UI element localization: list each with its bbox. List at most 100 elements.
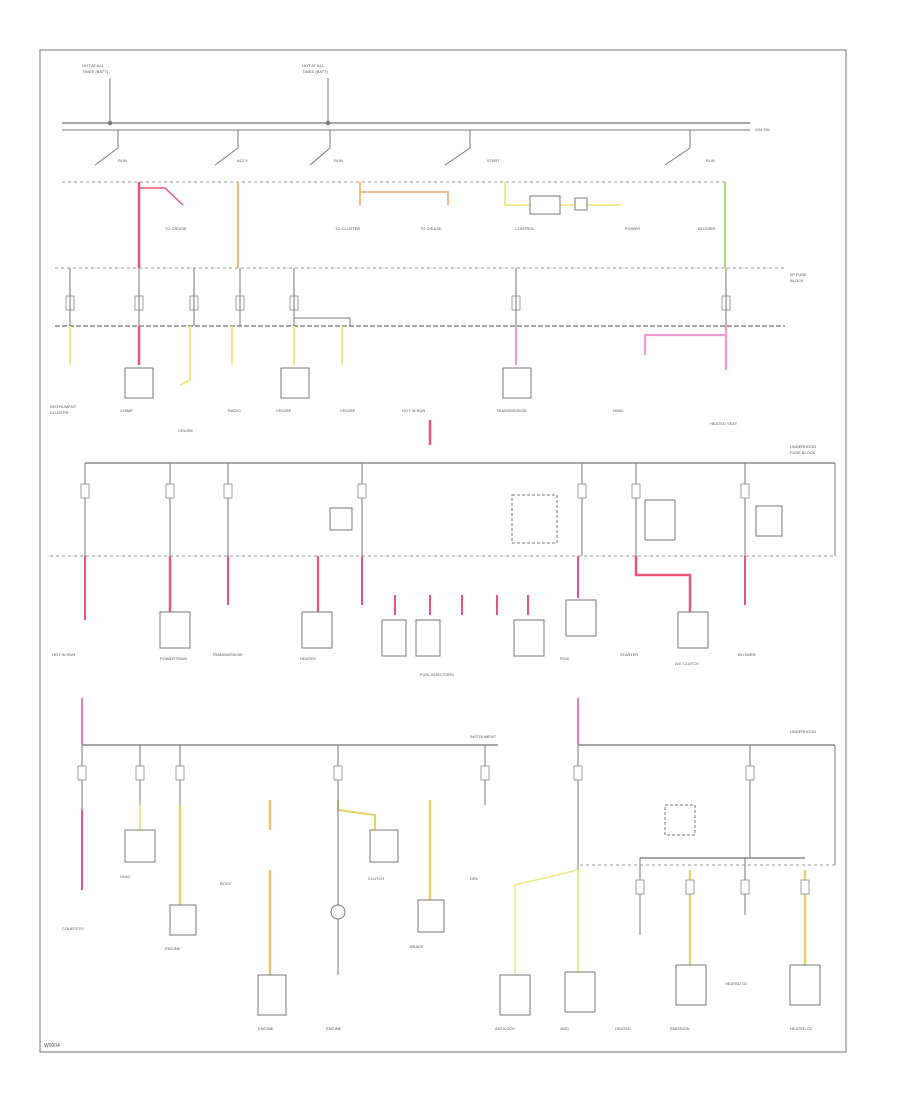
svg-text:POWERTRAIN: POWERTRAIN [160, 656, 187, 661]
module-oxygen [301, 611, 333, 649]
svg-text:HEATED: HEATED [300, 656, 316, 661]
svg-text:CRUISE: CRUISE [340, 408, 355, 413]
svg-text:RUN: RUN [118, 158, 127, 163]
module-fuel-level [369, 829, 399, 863]
svg-text:TO CRUISE: TO CRUISE [420, 226, 442, 231]
module-ac-clutch [677, 611, 709, 649]
svg-text:HVAC: HVAC [613, 408, 624, 413]
svg-text:CLUSTER: CLUSTER [50, 410, 69, 415]
svg-text:TO CLUSTER: TO CLUSTER [335, 226, 360, 231]
page-code: W0004 [44, 1043, 60, 1049]
module-pcm [565, 599, 597, 637]
svg-text:HOT IN RUN: HOT IN RUN [52, 652, 75, 657]
svg-text:STARTER: STARTER [620, 652, 638, 657]
svg-text:DRL: DRL [470, 876, 479, 881]
svg-text:POWER: POWER [625, 226, 640, 231]
svg-text:ANTILOCK: ANTILOCK [495, 1026, 515, 1031]
svg-text:CLUTCH: CLUTCH [368, 876, 384, 881]
svg-text:A/C CLUTCH: A/C CLUTCH [675, 661, 699, 666]
fuse-row-1 [65, 295, 731, 311]
svg-text:CHIME: CHIME [120, 408, 133, 413]
svg-text:BLOWER: BLOWER [698, 226, 715, 231]
svg-text:4WD: 4WD [560, 1026, 569, 1031]
relay-ac [511, 494, 558, 544]
svg-text:HOT IN RUN: HOT IN RUN [402, 408, 425, 413]
battery-feed-left: HOT AT ALL TIMES (BATT) [82, 63, 113, 126]
fuse-bus-3-left: INSTRUMENT COURTESY HVAC [62, 698, 498, 1031]
svg-text:CRUISE: CRUISE [276, 408, 291, 413]
svg-text:HEATED: HEATED [615, 1026, 631, 1031]
fuse-bus-2: UNDERHOOD FUSE BLOCK [50, 444, 836, 557]
lamp-indicator [330, 904, 346, 920]
module-oxygen-rear [789, 964, 821, 1006]
bus1-branches: INSTRUMENT CLUSTER CHIME CRUISE RADIO CR… [50, 326, 738, 445]
module-cluster-lower [124, 829, 156, 863]
relay-blower [755, 505, 783, 537]
module-transfer [564, 971, 596, 1013]
svg-text:CONTROL: CONTROL [515, 226, 535, 231]
svg-text:RUN: RUN [706, 158, 715, 163]
svg-text:I/P FUSE: I/P FUSE [790, 272, 807, 277]
svg-text:HEATED SEAT: HEATED SEAT [710, 421, 738, 426]
svg-text:HVAC: HVAC [120, 874, 131, 879]
module-cooling [257, 974, 287, 1016]
injector-2 [415, 619, 441, 657]
battery-feed-right: HOT AT ALL TIMES (BATT) [302, 63, 331, 126]
svg-text:HOT AT ALL: HOT AT ALL [82, 63, 105, 68]
svg-text:ENGINE: ENGINE [326, 1026, 342, 1031]
wire-ign-yellow [504, 182, 620, 206]
module-cruise [280, 367, 310, 399]
svg-text:START: START [487, 158, 500, 163]
module-emission [675, 964, 707, 1006]
relay-top-2 [574, 197, 588, 211]
svg-text:COURTESY: COURTESY [62, 926, 84, 931]
svg-text:RUN: RUN [334, 158, 343, 163]
svg-text:EMISSION: EMISSION [670, 1026, 690, 1031]
svg-text:UNDERHOOD: UNDERHOOD [790, 729, 816, 734]
svg-text:BLOCK: BLOCK [790, 278, 804, 283]
wire-ign-orange [359, 182, 449, 205]
switch-contacts [94, 130, 691, 166]
svg-text:INSTRUMENT: INSTRUMENT [470, 734, 497, 739]
svg-text:CRUISE: CRUISE [178, 428, 193, 433]
svg-text:TO CRUISE: TO CRUISE [165, 226, 187, 231]
svg-text:TIMES (BATT): TIMES (BATT) [82, 69, 109, 74]
module-transmission [502, 367, 532, 399]
injector-3 [513, 619, 545, 657]
svg-text:TRANSMISSION: TRANSMISSION [496, 408, 527, 413]
svg-text:TIMES (BATT): TIMES (BATT) [302, 69, 329, 74]
svg-text:HEATED O2: HEATED O2 [790, 1026, 813, 1031]
injector-1 [381, 619, 407, 657]
fuse-bus-3-right: UNDERHOOD ANTILOCK 4WD HEATED EMISSION [495, 698, 836, 1031]
fuse-row-2 [80, 483, 750, 499]
svg-text:ENGINE: ENGINE [258, 1026, 274, 1031]
module-chime [124, 367, 154, 399]
svg-text:FUEL INJECTORS: FUEL INJECTORS [420, 672, 454, 677]
module-horn [169, 904, 197, 936]
svg-text:ENGINE: ENGINE [165, 946, 181, 951]
svg-text:HEATED O2: HEATED O2 [725, 981, 748, 986]
diagram-frame [39, 49, 847, 1053]
svg-text:FUSE BLOCK: FUSE BLOCK [790, 450, 816, 455]
svg-text:PCM: PCM [560, 656, 569, 661]
svg-text:INSTRUMENT: INSTRUMENT [50, 404, 77, 409]
svg-text:UNDERHOOD: UNDERHOOD [790, 444, 816, 449]
fuse-row-3 [77, 765, 490, 781]
ignition-switch-section: IGN SW HOT AT ALL TIMES (BATT) HOT AT AL… [62, 63, 770, 268]
relay-top-1 [529, 195, 561, 215]
relay-lower-right [664, 804, 696, 836]
module-ecm [159, 611, 191, 649]
svg-text:BRAKE: BRAKE [410, 944, 424, 949]
module-abs [499, 974, 531, 1016]
svg-text:BODY: BODY [220, 881, 232, 886]
relay-fuel-pump [329, 507, 353, 531]
relay-starter [644, 499, 676, 541]
module-brake [417, 899, 445, 933]
bus2-branches: HOT IN RUN POWERTRAIN TRANSMISSION HEATE… [52, 556, 755, 677]
svg-text:TRANSMISSION: TRANSMISSION [212, 652, 243, 657]
svg-text:BLOWER: BLOWER [738, 652, 755, 657]
fuse-row-4 [635, 879, 810, 895]
svg-text:ACCY: ACCY [237, 158, 248, 163]
svg-text:IGN SW: IGN SW [755, 127, 770, 132]
